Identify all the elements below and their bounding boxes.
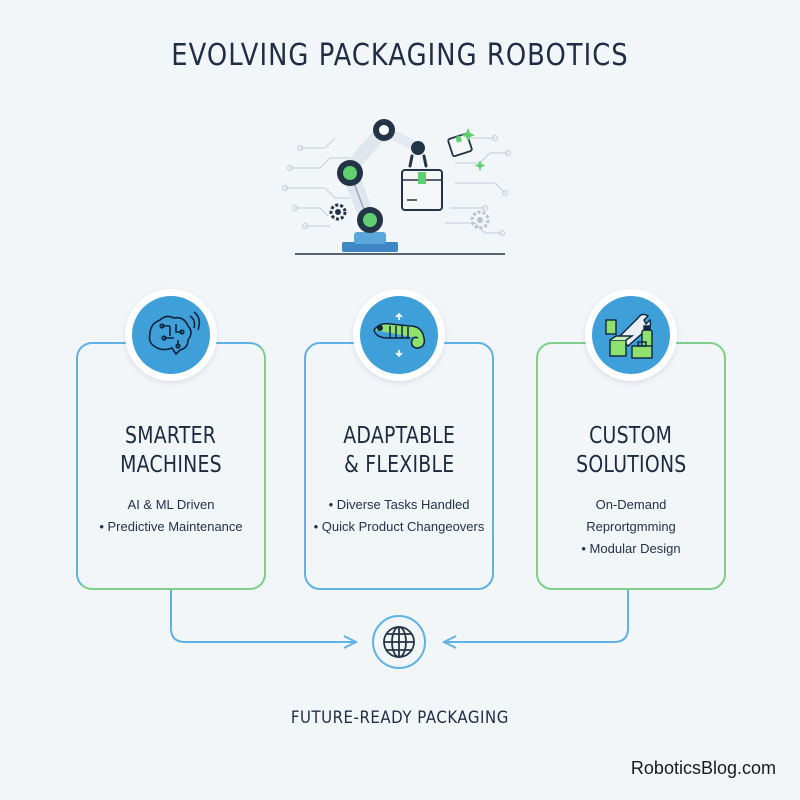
card-title-line2: & FLEXIBLE <box>343 452 455 478</box>
package-box-icon <box>401 169 443 211</box>
chameleon-badge <box>353 289 445 381</box>
chameleon-icon <box>373 312 426 358</box>
card-line: • Diverse Tasks Handled <box>328 497 470 512</box>
card-title-line2: SOLUTIONS <box>575 452 687 478</box>
page-title: EVOLVING PACKAGING ROBOTICS <box>171 38 629 73</box>
card-line: AI & ML Driven <box>127 497 215 512</box>
card-adaptable-flexible: ADAPTABLE & FLEXIBLE • Diverse Tasks Han… <box>304 289 494 590</box>
card-custom-solutions: CUSTOM SOLUTIONS On-Demand Reprortgmming… <box>536 289 726 590</box>
gear-outline-icon <box>470 210 490 230</box>
robot-base <box>342 242 398 252</box>
tools-icon <box>605 313 653 359</box>
card-line: • Quick Product Changeovers <box>313 519 485 534</box>
floating-box-icon <box>447 132 473 158</box>
globe-icon <box>372 615 426 669</box>
sparkle-icon <box>461 128 486 171</box>
card-title-line1: CUSTOM <box>589 423 673 449</box>
footer-label: FUTURE-READY PACKAGING <box>291 708 509 728</box>
robot-arm-illustration <box>281 119 512 255</box>
card-title-line1: ADAPTABLE <box>343 423 455 449</box>
card-title-line1: SMARTER <box>125 423 217 449</box>
brain-circuit-badge <box>125 289 217 381</box>
card-line: Reprortgmming <box>586 519 676 534</box>
card-smarter-machines: SMARTER MACHINES AI & ML Driven • Predic… <box>76 289 266 590</box>
gear-icon <box>329 203 347 221</box>
card-title-line2: MACHINES <box>120 452 222 478</box>
tools-badge <box>585 289 677 381</box>
circuit-traces <box>281 134 512 237</box>
card-line: On-Demand <box>595 497 667 512</box>
card-line: • Modular Design <box>581 541 681 556</box>
brain-circuit-icon <box>148 311 201 356</box>
brand-watermark: RoboticsBlog.com <box>630 758 776 778</box>
card-line: • Predictive Maintenance <box>99 519 243 534</box>
